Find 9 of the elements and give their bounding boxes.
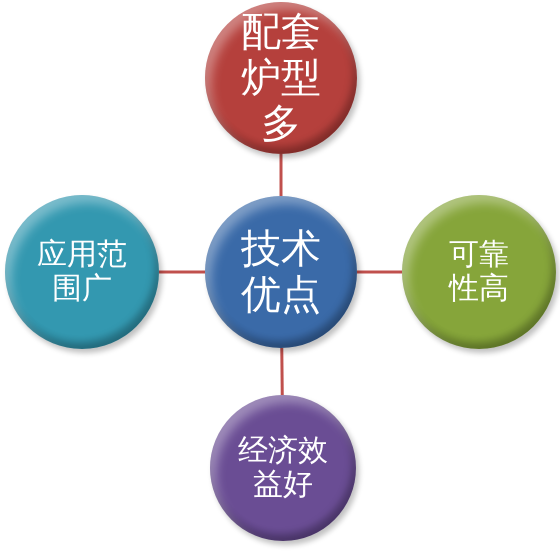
node-label: 应用范围广 [36,238,128,306]
connector-line [280,348,284,396]
connector-line [280,154,282,196]
node-label: 经济效益好 [237,434,329,502]
node-label: 技术优点 [240,226,322,318]
node-label: 配套炉型多 [240,9,322,147]
connector-line [357,270,402,274]
connector-line [159,270,205,274]
node-label: 可靠性高 [448,238,510,306]
